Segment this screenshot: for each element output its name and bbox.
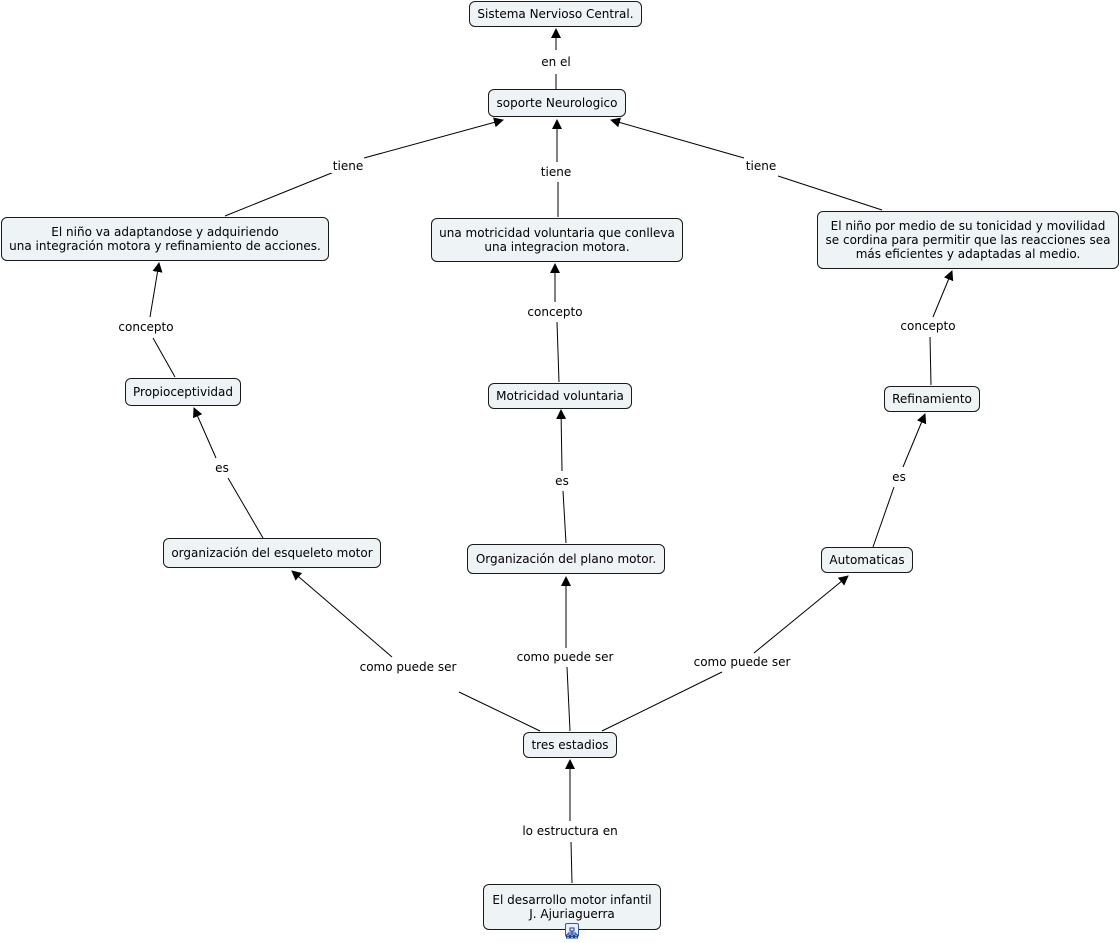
concept-motricidad-voluntaria[interactable]: Motricidad voluntaria (488, 383, 632, 409)
connector-como-right-a (601, 671, 723, 732)
concept-desarrollo-motor-infantil[interactable]: El desarrollo motor infantil J. Ajuriagu… (483, 884, 661, 930)
concept-organizacion-plano-motor[interactable]: Organización del plano motor. (467, 544, 665, 574)
connector-como-right-b (753, 575, 849, 654)
link-label-concepto-center: concepto (525, 305, 585, 319)
link-label-como-left: como puede ser (357, 660, 459, 674)
connector-concepto-left-a (152, 337, 176, 378)
connector-tiene-right-a (777, 175, 883, 211)
link-label-concepto-right: concepto (898, 319, 958, 333)
connector-es-right-a (872, 486, 895, 548)
link-label-tiene-left: tiene (330, 159, 366, 173)
link-label-en-el: en el (539, 55, 573, 69)
connector-como-left-a (458, 691, 541, 732)
concept-automaticas[interactable]: Automaticas (821, 547, 913, 573)
concept-motricidad-conlleva[interactable]: una motricidad voluntaria que conlleva u… (431, 218, 683, 262)
link-label-lo-estructura: lo estructura en (520, 824, 620, 838)
link-label-es-center: es (553, 474, 571, 488)
connector-es-center-b (556, 409, 567, 472)
concept-sistema-nervioso-central[interactable]: Sistema Nervioso Central. (469, 1, 642, 27)
connector-lo-estructura-a (570, 841, 573, 884)
sitemap-icon-glyph (566, 927, 578, 939)
link-label-como-right: como puede ser (691, 655, 793, 669)
connector-tiene-left-a (224, 171, 335, 217)
link-label-concepto-left: concepto (116, 320, 176, 334)
link-label-es-left: es (213, 461, 231, 475)
concept-nino-adaptandose[interactable]: El niño va adaptandose y adquiriendo una… (1, 217, 329, 261)
concept-soporte-neurologico[interactable]: soporte Neurologico (488, 89, 626, 117)
connector-tiene-right-b (610, 117, 745, 159)
connector-como-left-b (291, 570, 393, 658)
connector-es-center-a (562, 490, 567, 544)
concept-organizacion-esqueleto-motor[interactable]: organización del esqueleto motor (163, 538, 381, 568)
connector-concepto-right-a (929, 336, 932, 386)
concept-tres-estadios[interactable]: tres estadios (523, 732, 617, 758)
connector-tiene-left-b (363, 117, 504, 159)
sitemap-icon[interactable] (565, 923, 579, 939)
concept-nino-tonicidad[interactable]: El niño por medio de su tonicidad y movi… (817, 211, 1119, 269)
connector-es-left-a (227, 477, 264, 539)
connector-es-left-b (193, 407, 217, 459)
link-label-como-center: como puede ser (514, 650, 616, 664)
connector-concepto-right-b (932, 270, 954, 318)
connector-concepto-left-b (149, 262, 163, 318)
link-label-es-right: es (890, 470, 908, 484)
link-label-tiene-center: tiene (538, 165, 574, 179)
link-label-tiene-right: tiene (743, 159, 779, 173)
concept-refinamiento[interactable]: Refinamiento (884, 386, 980, 412)
connector-es-right-b (902, 413, 927, 468)
connector-concepto-center-a (556, 321, 560, 383)
concept-propioceptividad[interactable]: Propioceptividad (125, 378, 241, 406)
connector-como-center-a (566, 666, 571, 732)
